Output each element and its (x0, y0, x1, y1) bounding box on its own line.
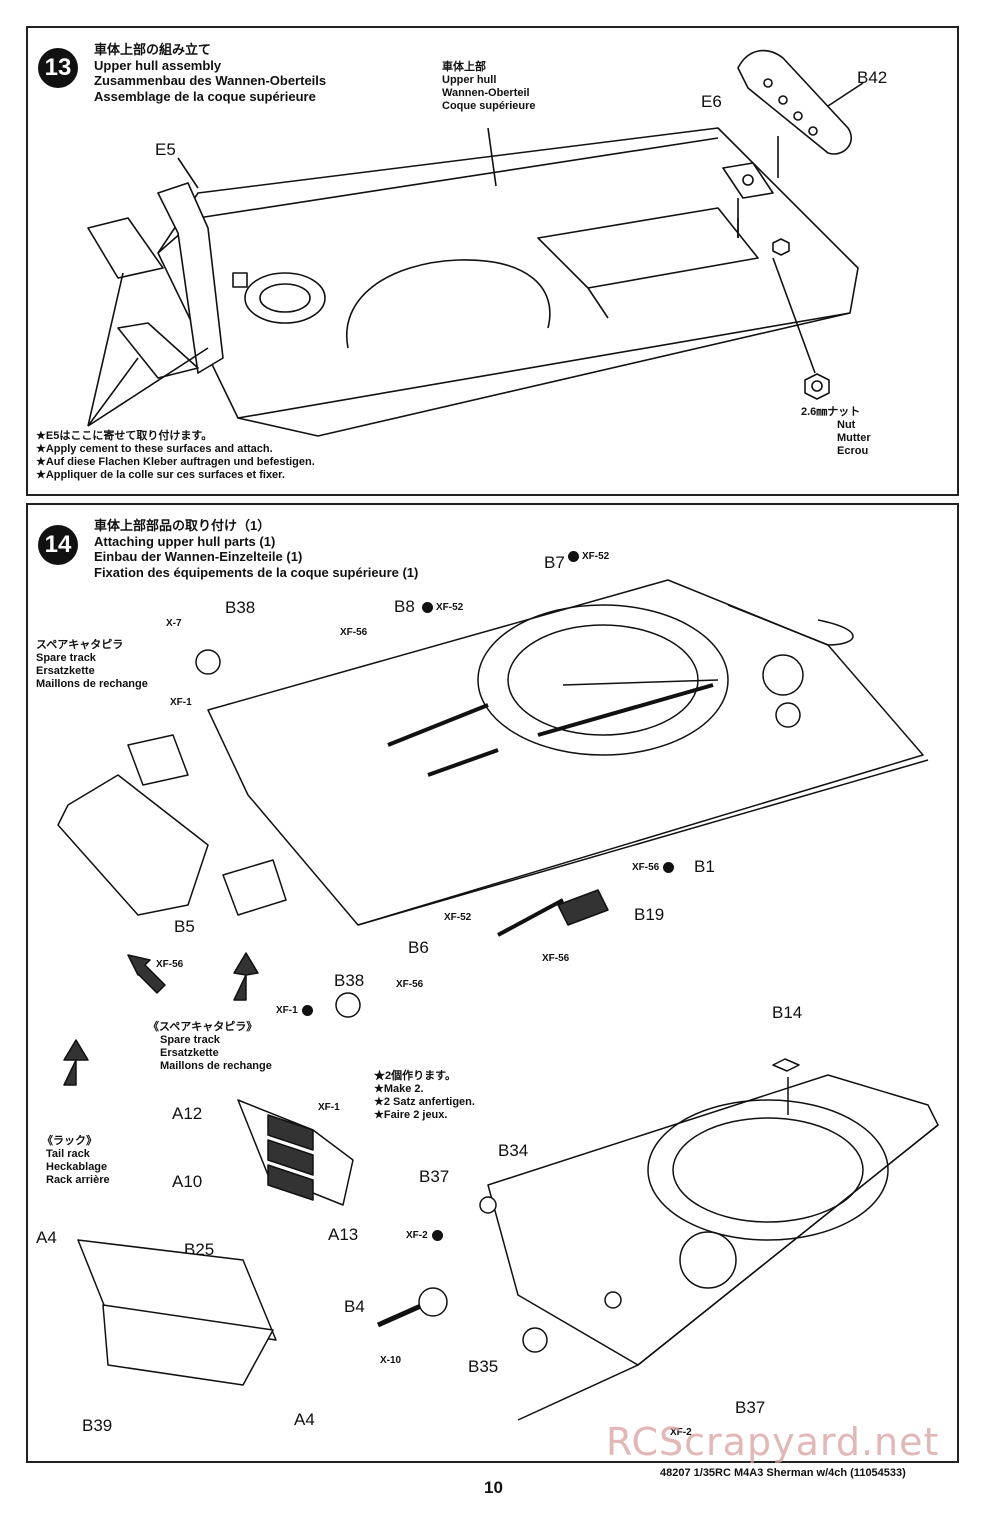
part-a13: A13 (328, 1225, 359, 1244)
part-a4-second: A4 (294, 1410, 315, 1429)
part-b1: B1 (694, 857, 715, 876)
step-title: 車体上部の組み立て Upper hull assembly Zusammenba… (94, 42, 326, 104)
spare-track-label: スペアキャタピラ Spare track Ersatzkette Maillon… (36, 639, 148, 690)
paint-xf56-b6: XF-56 (396, 979, 424, 990)
paint-xf1: XF-1 (170, 697, 192, 708)
part-b38-second: B38 (334, 971, 365, 990)
tail-rack-label: 《ラック》 Tail rack Heckablage Rack arrière (42, 1135, 110, 1186)
step-number: 14 (38, 525, 78, 565)
hull-label: 車体上部 Upper hull Wannen-Oberteil Coque su… (442, 61, 536, 112)
part-b35: B35 (468, 1357, 499, 1376)
part-b5: B5 (174, 917, 195, 936)
part-b37: B37 (419, 1167, 450, 1186)
part-a10: A10 (172, 1172, 203, 1191)
part-e6-label: E6 (701, 92, 722, 111)
upper-hull-drawing (87, 49, 864, 437)
step-13-panel: 13 車体上部の組み立て Upper hull assembly Zusamme… (26, 26, 959, 496)
paint-xf52-b8: XF-52 (422, 602, 463, 613)
step-14-panel: 14 車体上部部品の取り付け（1） Attaching upper hull p… (26, 503, 959, 1463)
paint-xf52-b7: XF-52 (568, 551, 609, 562)
part-b4: B4 (344, 1297, 365, 1316)
part-b14: B14 (772, 1003, 803, 1022)
spare-track-label-2: 《スペアキャタピラ》 Spare track Ersatzkette Maill… (148, 1021, 272, 1072)
make-two-note: ★2個作ります。 ★Make 2. ★2 Satz anfertigen. ★F… (374, 1070, 475, 1121)
part-b8: B8 (394, 597, 415, 616)
page-number: 10 (484, 1478, 503, 1497)
part-e5-label: E5 (155, 140, 176, 159)
part-a4: A4 (36, 1228, 57, 1247)
cement-note: ★E5はここに寄せて取り付けます。 ★Apply cement to these… (36, 430, 315, 481)
part-b39: B39 (82, 1416, 113, 1435)
title-de: Zusammenbau des Wannen-Oberteils (94, 73, 327, 88)
part-b7: B7 (544, 553, 565, 572)
paint-xf52-b19: XF-52 (444, 912, 472, 923)
title-jp: 車体上部の組み立て (94, 42, 212, 57)
part-b34: B34 (498, 1141, 529, 1160)
part-b38: B38 (225, 598, 256, 617)
part-b19: B19 (634, 905, 665, 924)
paint-xf56-b19: XF-56 (542, 953, 570, 964)
paint-xf2-b37b: XF-2 (670, 1427, 692, 1438)
part-b37-second: B37 (735, 1398, 766, 1417)
watermark: RCScrapyard.net (606, 1420, 940, 1464)
paint-xf56-b1: XF-56 (632, 862, 677, 873)
paint-x7: X-7 (166, 618, 182, 629)
title-fr: Assemblage de la coque supérieure (94, 88, 316, 104)
nut-label: 2.6㎜ナット Nut Mutter Ecrou (801, 406, 871, 457)
paint-xf1-b38: XF-1 (276, 1005, 316, 1016)
step-number: 13 (38, 48, 78, 88)
paint-xf56: XF-56 (340, 627, 368, 638)
paint-xf2-b37: XF-2 (406, 1230, 446, 1241)
title-en: Upper hull assembly (94, 57, 222, 73)
paint-xf56-b5: XF-56 (156, 959, 184, 970)
part-a12: A12 (172, 1104, 203, 1123)
part-b6: B6 (408, 938, 429, 957)
attachment-drawings (57, 579, 939, 1421)
paint-xf1-a: XF-1 (318, 1102, 340, 1113)
step-title: 車体上部部品の取り付け（1） Attaching upper hull part… (94, 518, 419, 580)
paint-x10: X-10 (380, 1355, 402, 1366)
part-b42-label: B42 (857, 68, 888, 87)
model-footer: 48207 1/35RC M4A3 Sherman w/4ch (1105453… (660, 1467, 906, 1479)
